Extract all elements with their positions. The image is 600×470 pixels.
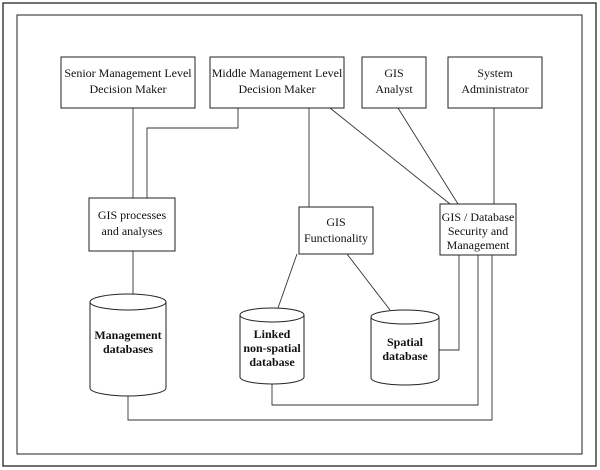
management-databases-label-1: Management [94,328,161,342]
gis-analyst-label-2: Analyst [375,82,413,96]
gis-security-label-1: GIS / Database [442,210,515,224]
edge-functionality-to-linked-db [277,253,298,309]
edge-analyst-to-security [397,107,459,205]
senior-management-label-2: Decision Maker [90,82,167,96]
edge-security-to-linked-db [271,255,479,406]
linked-database-label-1: Linked [254,327,291,341]
inner-frame [16,14,583,455]
senior-management-label-1: Senior Management Level [64,66,192,80]
edge-middle-to-processes [146,108,239,198]
system-administrator-label-2: Administrator [461,82,528,96]
gis-security-box: GIS / Database Security and Management [439,203,517,256]
gis-security-label-3: Management [447,238,510,252]
linked-database-label-3: database [249,355,295,369]
spatial-database-label-2: database [382,349,428,363]
edge-security-to-mgmt-db [127,255,493,421]
system-administrator-box: System Administrator [447,56,543,109]
spatial-database-label-1: Spatial [387,335,424,349]
management-databases-cylinder: Management databases [89,293,167,397]
gis-analyst-label-1: GIS [384,66,403,80]
edge-functionality-to-spatial-db [346,253,391,311]
middle-management-label-1: Middle Management Level [212,66,343,80]
linked-database-cylinder: Linked non-spatial database [239,307,305,385]
gis-processes-label-1: GIS processes [98,208,167,222]
senior-management-box: Senior Management Level Decision Maker [60,56,196,109]
system-administrator-label-1: System [477,66,513,80]
gis-processes-box: GIS processes and analyses [88,197,176,252]
middle-management-box: Middle Management Level Decision Maker [209,56,345,109]
middle-management-label-2: Decision Maker [239,82,316,96]
gis-functionality-box: GIS Functionality [298,206,374,255]
gis-processes-label-2: and analyses [102,224,163,238]
gis-functionality-label-1: GIS [326,215,345,229]
edge-security-to-spatial-db [439,255,460,351]
connectors [127,107,495,421]
gis-functionality-label-2: Functionality [304,231,368,245]
spatial-database-cylinder: Spatial database [370,309,440,386]
gis-security-label-2: Security and [448,224,508,238]
linked-database-label-2: non-spatial [243,341,301,355]
management-databases-label-2: databases [103,342,153,356]
edge-middle-to-security [329,107,451,205]
gis-analyst-box: GIS Analyst [361,56,427,109]
